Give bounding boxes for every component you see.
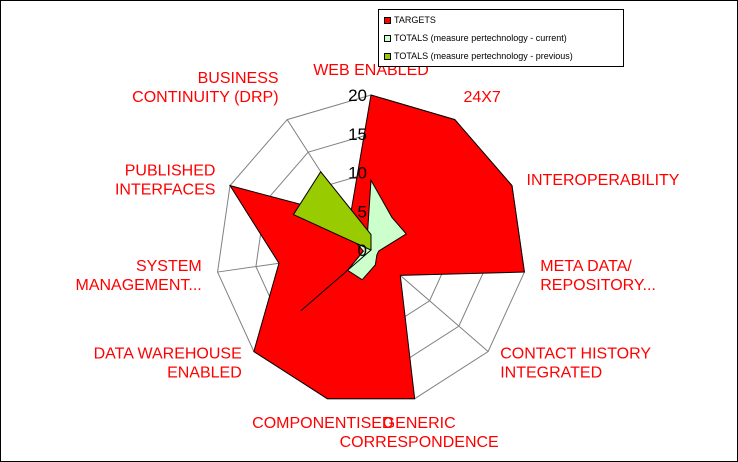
category-label: 24X7: [463, 89, 500, 106]
legend-label-previous: TOTALS (measure pertechnology - previous…: [394, 51, 573, 61]
category-label-line: MANAGEMENT...: [76, 277, 202, 294]
category-label-line: CORRESPONDENCE: [340, 434, 499, 451]
category-label-line: SYSTEM: [136, 258, 202, 275]
axis-tick-label: 15: [348, 125, 367, 144]
legend: TARGETS TOTALS (measure pertechnology - …: [378, 9, 624, 67]
axis-tick-label: 0: [358, 241, 367, 260]
category-label-line: INTERFACES: [115, 181, 215, 198]
category-label-line: 24X7: [463, 89, 500, 106]
legend-swatch-previous: [384, 52, 391, 60]
legend-item-previous: TOTALS (measure pertechnology - previous…: [384, 49, 573, 63]
legend-label-current: TOTALS (measure pertechnology - current): [394, 33, 567, 43]
category-label: INTEROPERABILITY: [527, 172, 680, 189]
category-label: PUBLISHED INTERFACES: [115, 162, 215, 198]
legend-item-current: TOTALS (measure pertechnology - current): [384, 31, 567, 45]
axis-tick-label: 20: [348, 86, 367, 105]
axis-tick-label: 10: [348, 164, 367, 183]
category-label-line: PUBLISHED: [125, 162, 216, 179]
category-label-line: INTEGRATED: [500, 364, 602, 381]
category-label: DATA WAREHOUSE ENABLED: [94, 345, 242, 381]
category-label: COMPONENTISED: [252, 415, 393, 432]
series-layer: [228, 94, 525, 400]
legend-item-targets: TARGETS: [384, 13, 436, 27]
category-label-line: REPOSITORY...: [540, 277, 656, 294]
series-area-2: [292, 170, 372, 312]
category-label-line: COMPONENTISED: [252, 415, 393, 432]
category-label-line: CONTINUITY (DRP): [132, 89, 278, 106]
category-label-line: BUSINESS: [198, 70, 279, 87]
category-label-line: CONTACT HISTORY: [500, 345, 651, 362]
category-label: SYSTEM MANAGEMENT...: [76, 258, 202, 294]
category-label: META DATA/REPOSITORY...: [540, 258, 656, 294]
category-label: CONTACT HISTORY INTEGRATED: [500, 345, 651, 381]
category-label-line: ENABLED: [167, 364, 242, 381]
category-label: BUSINESS CONTINUITY (DRP): [132, 70, 278, 106]
category-label-line: INTEROPERABILITY: [527, 172, 680, 189]
legend-swatch-targets: [384, 16, 391, 24]
legend-label-targets: TARGETS: [394, 15, 436, 25]
category-label-line: META DATA/: [540, 258, 632, 275]
legend-swatch-current: [384, 34, 391, 42]
category-label-line: GENERIC: [383, 415, 456, 432]
axis-tick-labels: 0 5 10 15 20: [348, 86, 367, 260]
category-label-line: DATA WAREHOUSE: [94, 345, 242, 362]
category-label: GENERIC CORRESPONDENCE: [340, 415, 499, 451]
axis-tick-label: 5: [358, 202, 367, 221]
